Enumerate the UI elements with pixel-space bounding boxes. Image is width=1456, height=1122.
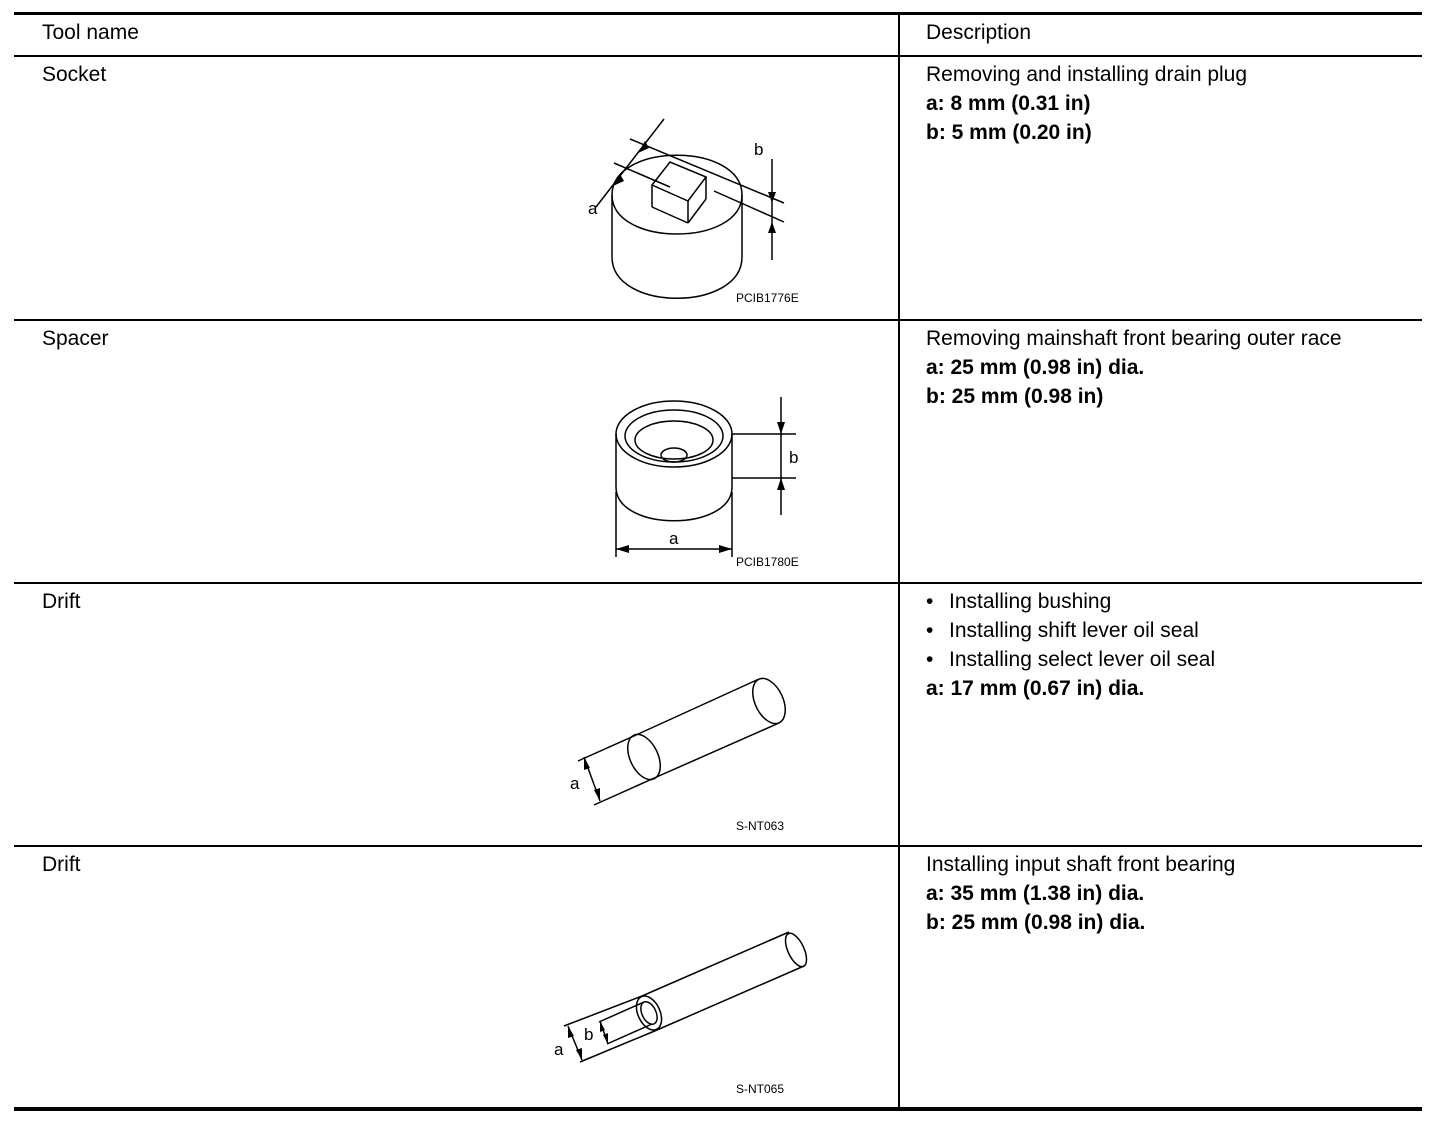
spacer-illustration: b a <box>615 397 798 557</box>
tool-name-drift: Drift <box>42 853 81 876</box>
header-rule <box>14 55 1422 57</box>
socket-illustration: b a <box>588 118 785 299</box>
table-bottom-rule <box>14 1107 1422 1111</box>
description-line: Installing input shaft front bearing <box>926 853 1236 876</box>
description-spec-b: b: 5 mm (0.20 in) <box>926 121 1092 144</box>
figure-code: S-NT065 <box>736 1082 785 1096</box>
description-bullet: Installing select lever oil seal <box>926 645 1416 674</box>
tool-name-drift: Drift <box>42 590 81 613</box>
description-bullet: Installing bushing <box>926 587 1416 616</box>
table-top-rule <box>14 12 1422 15</box>
description-spec-b: b: 25 mm (0.98 in) <box>926 385 1104 408</box>
drift-label-a: a <box>554 1040 564 1059</box>
header-description: Description <box>926 21 1032 44</box>
description-spec-a: a: 25 mm (0.98 in) dia. <box>926 356 1145 379</box>
description-line: Removing and installing drain plug <box>926 63 1248 86</box>
column-divider <box>898 12 900 1109</box>
tool-name-socket: Socket <box>42 63 107 86</box>
socket-label-b: b <box>754 140 763 159</box>
description-spec-a: a: 35 mm (1.38 in) dia. <box>926 882 1145 905</box>
drift-illustration: a <box>570 677 786 806</box>
description-drift: Installing input shaft front bearing a: … <box>926 850 1416 937</box>
header-tool-name: Tool name <box>42 21 139 44</box>
row-divider <box>14 845 1422 847</box>
description-drift: Installing bushing Installing shift leve… <box>926 587 1416 703</box>
spacer-label-a: a <box>669 529 679 548</box>
drift-label-a: a <box>570 774 580 793</box>
description-socket: Removing and installing drain plug a: 8 … <box>926 60 1416 147</box>
tool-name-spacer: Spacer <box>42 327 109 350</box>
row-divider <box>14 319 1422 321</box>
socket-label-a: a <box>588 199 598 218</box>
spacer-label-b: b <box>789 448 798 467</box>
description-spec-b: b: 25 mm (0.98 in) dia. <box>926 911 1146 934</box>
figure-code: PCIB1780E <box>736 555 799 569</box>
drift-label-b: b <box>584 1025 593 1044</box>
figure-code: PCIB1776E <box>736 291 799 305</box>
figure-code: S-NT063 <box>736 819 785 833</box>
description-spec-a: a: 17 mm (0.67 in) dia. <box>926 677 1145 700</box>
description-spec-a: a: 8 mm (0.31 in) <box>926 92 1091 115</box>
drift-illustration: a b <box>554 931 808 1063</box>
row-divider <box>14 582 1422 584</box>
description-bullet: Installing shift lever oil seal <box>926 616 1416 645</box>
description-line: Removing mainshaft front bearing outer r… <box>926 327 1342 350</box>
description-spacer: Removing mainshaft front bearing outer r… <box>926 324 1416 411</box>
